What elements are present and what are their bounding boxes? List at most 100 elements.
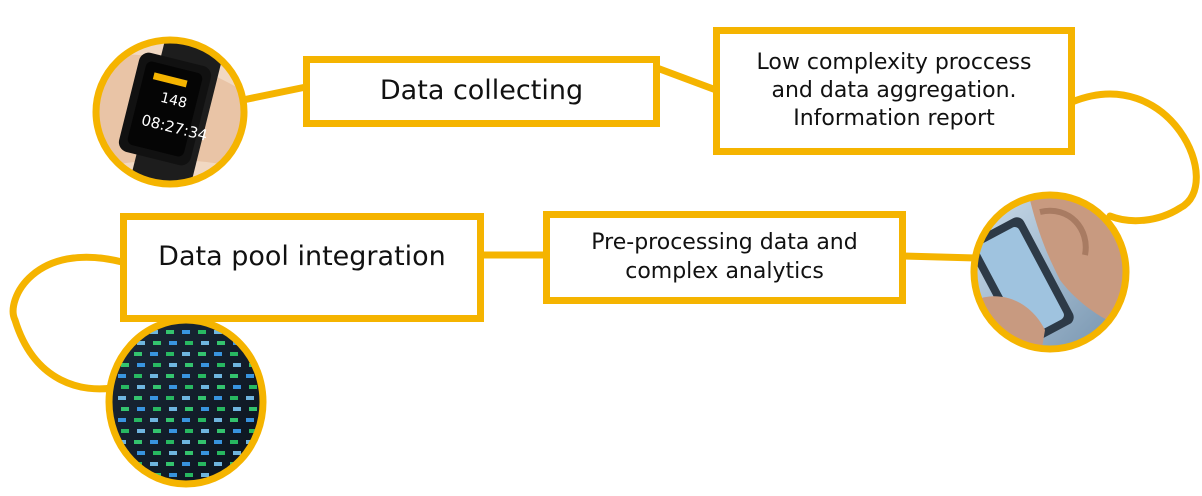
server-light: [153, 341, 161, 345]
server-light: [214, 374, 222, 378]
server-light: [198, 352, 206, 356]
server-light: [185, 473, 193, 477]
server-light: [182, 396, 190, 400]
server-light: [137, 451, 145, 455]
server-light: [134, 352, 142, 356]
server-light: [150, 374, 158, 378]
connector-pool-to-servers: [9, 253, 126, 393]
server-light: [150, 462, 158, 466]
server-light: [214, 418, 222, 422]
server-light: [182, 418, 190, 422]
server-light: [153, 363, 161, 367]
server-light: [118, 396, 126, 400]
server-light: [166, 352, 174, 356]
server-light: [246, 374, 254, 378]
server-light: [185, 363, 193, 367]
server-light: [169, 363, 177, 367]
server-light: [249, 385, 257, 389]
server-light: [150, 440, 158, 444]
server-light: [201, 429, 209, 433]
server-light: [134, 374, 142, 378]
server-light: [134, 418, 142, 422]
server-light: [249, 473, 257, 477]
server-light: [185, 385, 193, 389]
server-light: [121, 429, 129, 433]
server-light: [185, 451, 193, 455]
server-light: [201, 385, 209, 389]
smartwatch-photo: 148 08:27:34: [92, 36, 248, 188]
server-light: [217, 429, 225, 433]
server-light: [137, 385, 145, 389]
server-light: [166, 330, 174, 334]
server-light: [137, 429, 145, 433]
server-light: [198, 330, 206, 334]
server-light: [169, 451, 177, 455]
server-light: [150, 330, 158, 334]
server-light: [214, 352, 222, 356]
server-light: [137, 407, 145, 411]
server-light: [121, 385, 129, 389]
smartphone-photo: [970, 191, 1130, 353]
smartwatch-ring: [92, 36, 248, 188]
step-pre-processing: Pre-processing data and complex analytic…: [543, 211, 906, 304]
server-light: [246, 330, 254, 334]
server-light: [233, 407, 241, 411]
step-data-pool-integration: Data pool integration: [120, 213, 484, 322]
server-light: [169, 473, 177, 477]
server-light: [214, 440, 222, 444]
connector-watch-to-collect: [234, 83, 310, 105]
server-light: [249, 341, 257, 345]
server-light: [121, 363, 129, 367]
server-light: [182, 440, 190, 444]
server-light: [246, 462, 254, 466]
step-data-collecting: Data collecting: [303, 56, 660, 127]
server-light: [230, 352, 238, 356]
server-light: [214, 330, 222, 334]
server-light: [198, 396, 206, 400]
connector-lowcomp-to-phone: [1068, 90, 1200, 225]
server-light: [118, 330, 126, 334]
server-light: [182, 330, 190, 334]
server-light: [185, 429, 193, 433]
connector-collect-to-lowcomp: [653, 64, 720, 94]
server-light: [166, 418, 174, 422]
server-light: [169, 341, 177, 345]
server-light: [166, 462, 174, 466]
server-light: [214, 396, 222, 400]
server-light: [153, 385, 161, 389]
server-light: [201, 473, 209, 477]
server-light: [217, 451, 225, 455]
server-light: [201, 451, 209, 455]
server-light: [150, 352, 158, 356]
server-light: [230, 396, 238, 400]
server-light: [169, 407, 177, 411]
server-light: [118, 462, 126, 466]
server-light: [150, 418, 158, 422]
server-light: [166, 374, 174, 378]
server-light: [182, 462, 190, 466]
server-light: [166, 396, 174, 400]
watch-heart-rate: 148: [159, 90, 189, 112]
server-light: [118, 418, 126, 422]
server-light: [153, 429, 161, 433]
smartphone-ring: [970, 191, 1130, 353]
step-low-complexity-process: Low complexity proccess and data aggrega…: [713, 27, 1075, 155]
server-light: [121, 473, 129, 477]
server-light: [182, 352, 190, 356]
server-light: [118, 374, 126, 378]
server-light: [233, 385, 241, 389]
server-light: [217, 341, 225, 345]
server-light: [153, 407, 161, 411]
server-light: [246, 396, 254, 400]
server-light: [230, 440, 238, 444]
server-light: [249, 407, 257, 411]
server-light: [201, 363, 209, 367]
server-light: [198, 374, 206, 378]
server-light: [185, 407, 193, 411]
server-light: [166, 440, 174, 444]
server-light: [198, 462, 206, 466]
server-light: [249, 429, 257, 433]
server-light: [233, 473, 241, 477]
server-light: [233, 429, 241, 433]
